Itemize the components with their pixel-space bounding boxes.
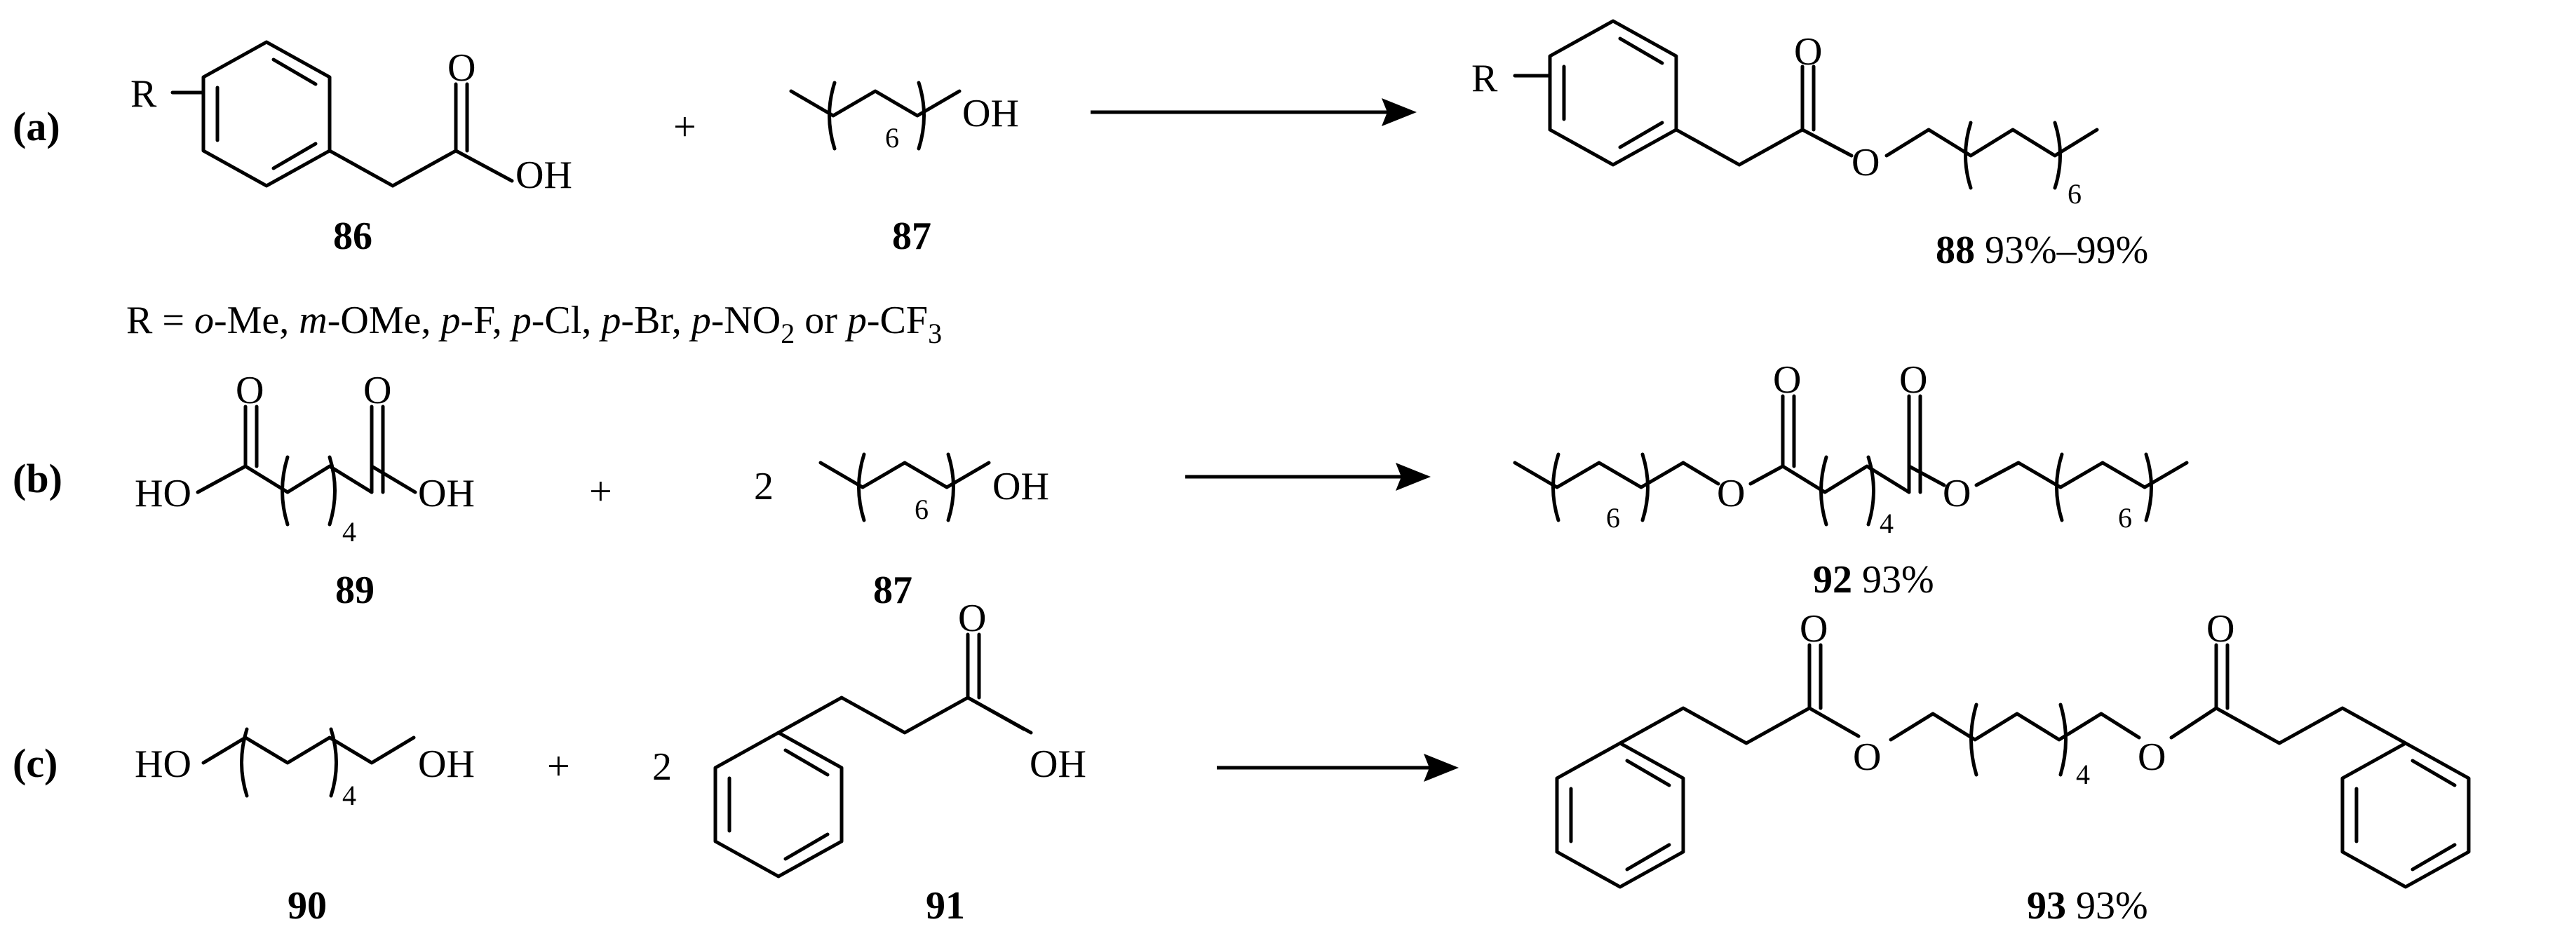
compound-number: 92: [1813, 558, 1852, 602]
chain-repeat-count: 6: [2068, 178, 2082, 210]
reaction-arrow: [1185, 463, 1431, 491]
chain-repeat-count: 4: [342, 516, 356, 548]
carbonyl-oxygen: O: [1800, 607, 1828, 651]
hydroxyl-group: OH: [992, 465, 1049, 508]
structure-89: HO O 4 O OH 89: [135, 369, 475, 612]
ester-oxygen: O: [1853, 735, 1881, 779]
carbonyl-oxygen: O: [2206, 607, 2234, 651]
carbonyl-oxygen: O: [236, 369, 264, 412]
reaction-arrow: [1091, 98, 1417, 126]
ester-oxygen: O: [1717, 472, 1745, 515]
carbonyl-oxygen: O: [1773, 358, 1801, 402]
row-b: (b) HO O 4 O OH 89 + 2 6 OH: [13, 358, 2189, 612]
carbonyl-oxygen: O: [1794, 30, 1822, 74]
compound-number: 91: [926, 884, 965, 928]
reaction-arrow: [1217, 754, 1459, 782]
hydroxyl-group: OH: [1030, 742, 1086, 786]
structure-91: 2 O OH 91: [652, 597, 1086, 928]
hydroxyl-group: OH: [418, 742, 475, 786]
plus-sign: +: [547, 743, 570, 789]
yield: 93%: [2076, 884, 2148, 928]
carbonyl-oxygen: O: [363, 369, 391, 412]
yield: 93%: [1862, 558, 1934, 602]
chain-repeat-count: 6: [2118, 502, 2132, 534]
compound-number: 87: [892, 215, 931, 258]
compound-number: 86: [333, 215, 372, 258]
structure-90: HO 4 OH 90: [135, 727, 475, 928]
ester-oxygen: O: [2138, 735, 2166, 779]
chain-repeat-count: 6: [915, 494, 929, 525]
stoichiometric-coefficient: 2: [652, 745, 672, 789]
stoichiometric-coefficient: 2: [754, 465, 774, 508]
structure-87-b: 2 6 OH 87: [754, 452, 1049, 612]
substituent-definition: R = o-Me, m-OMe, p-F, p-Cl, p-Br, p-NO2 …: [126, 299, 942, 349]
carbonyl-oxygen: O: [1899, 358, 1927, 402]
row-c-label: (c): [13, 740, 58, 786]
chain-repeat-count: 4: [342, 780, 356, 811]
chain-repeat-count: 6: [1606, 502, 1620, 534]
structure-86: R O OH 86: [130, 40, 572, 258]
compound-number: 87: [873, 569, 912, 612]
chain-repeat-count: 6: [885, 122, 899, 154]
row-a: (a) R O OH 86 + 6 OH 87: [13, 19, 2148, 349]
compound-number: 90: [288, 884, 327, 928]
hydroxyl-group: OH: [962, 92, 1019, 135]
substituent-r: R: [1471, 57, 1498, 100]
ester-oxygen: O: [1852, 141, 1880, 184]
carbonyl-oxygen: O: [958, 597, 986, 640]
row-a-label: (a): [13, 104, 60, 149]
plus-sign: +: [589, 468, 612, 514]
hydroxyl-group: HO: [135, 742, 191, 786]
chain-repeat-count: 4: [2076, 759, 2090, 790]
structure-87: 6 OH 87: [789, 81, 1019, 258]
chain-repeat-count: 4: [1880, 508, 1894, 539]
yield: 93%–99%: [1985, 229, 2148, 272]
row-c: (c) HO 4 OH 90 + 2 O OH 91: [13, 597, 2471, 928]
carbonyl-oxygen: O: [447, 46, 476, 90]
compound-number: 93: [2027, 884, 2066, 928]
hydroxyl-group: HO: [135, 472, 191, 515]
ester-oxygen: O: [1943, 472, 1971, 515]
hydroxyl-group: OH: [418, 472, 475, 515]
plus-sign: +: [673, 104, 696, 149]
substituent-r: R: [130, 72, 157, 116]
compound-number: 89: [335, 569, 375, 612]
hydroxyl-group: OH: [515, 154, 572, 197]
compound-number: 88: [1936, 229, 1975, 272]
row-b-label: (b): [13, 456, 62, 501]
